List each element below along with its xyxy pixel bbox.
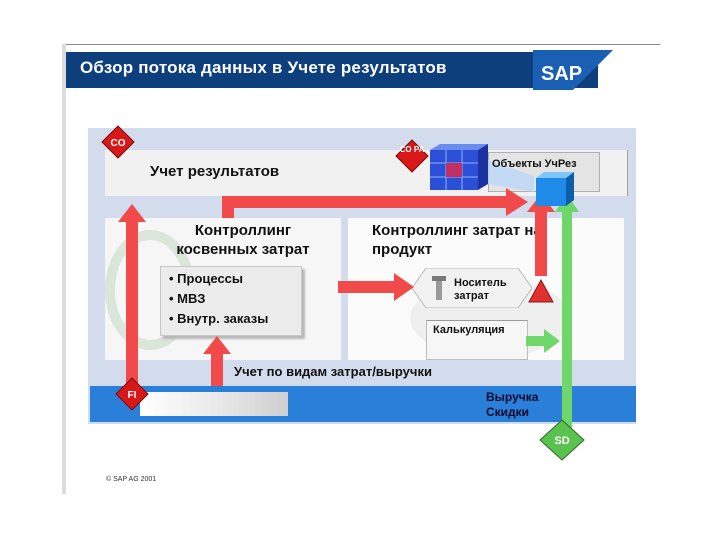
fi-badge-text: FI: [128, 390, 137, 401]
arrow-head-up: [118, 204, 146, 222]
fi-document-tile: [140, 392, 288, 416]
arrow-head-right: [544, 329, 560, 353]
cost-element-label: Учет по видам затрат/выручки: [234, 364, 432, 379]
arrow-costing-to-sd: [526, 336, 548, 346]
revenue-label: Выручка Скидки: [486, 390, 538, 420]
arrow-fi-to-co: [126, 220, 138, 388]
arrow-cea-to-overhead: [211, 352, 223, 386]
list-item: • Процессы: [169, 271, 244, 286]
sd-badge: SD: [539, 419, 585, 461]
arrow-head-right: [506, 188, 528, 216]
discounts-line: Скидки: [486, 405, 530, 419]
copa-badge-text: CO PA: [400, 145, 425, 154]
list-item: • МВЗ: [169, 291, 206, 306]
arrow-head-up: [203, 336, 231, 354]
cost-object-label: Носитель затрат: [454, 277, 507, 302]
sap-logo-icon: SAP: [533, 50, 613, 90]
cube-cluster-icon: [430, 144, 488, 190]
overhead-controlling-label: Контроллинг косвенных затрат: [176, 222, 310, 258]
slide-title: Обзор потока данных в Учете результатов: [80, 58, 447, 77]
arrow-head-right: [394, 273, 414, 301]
sap-logo-text: SAP: [541, 63, 582, 85]
overhead-list: • Процессы • МВЗ • Внутр. заказы: [160, 266, 302, 336]
arrow-sd-to-objects: [562, 210, 572, 430]
arrow-product-to-objects: [535, 210, 547, 276]
title-banner: [66, 52, 598, 88]
sd-badge-text: SD: [554, 435, 569, 447]
profitability-label: Учет результатов: [150, 163, 280, 180]
revenue-line: Выручка: [486, 390, 539, 404]
target-cube-icon: [536, 172, 574, 206]
copa-badge: CO PA: [395, 139, 429, 173]
list-item: • Внутр. заказы: [169, 311, 269, 326]
triangle-icon: [528, 278, 554, 303]
top-divider: [62, 44, 660, 45]
co-badge-text: CO: [111, 138, 126, 149]
cube-beam: [488, 160, 534, 192]
objects-label: Объекты УчРез: [492, 158, 577, 170]
fi-badge: FI: [115, 377, 149, 411]
arrow-overhead-to-objects: [222, 196, 508, 208]
cost-object-shape: [412, 268, 532, 308]
copyright: © SAP AG 2001: [106, 476, 157, 483]
co-badge: CO: [101, 125, 135, 159]
arrow-overhead-to-carrier: [338, 281, 396, 293]
costing-label: Калькуляция: [433, 324, 505, 336]
left-divider: [62, 44, 66, 494]
product-controlling-label: Контроллинг затрат на продукт: [372, 222, 542, 258]
costing-box: [426, 320, 528, 360]
